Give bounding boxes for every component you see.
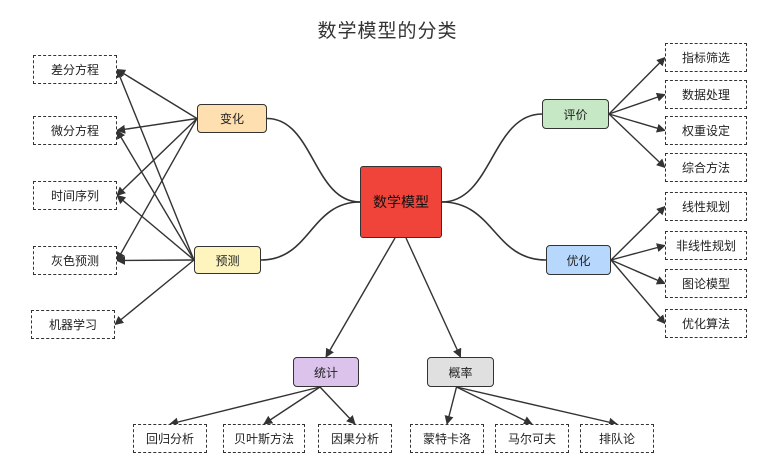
leaf-node-evaluate-2: 权重设定: [665, 116, 747, 145]
arrow-evaluate-1: [608, 92, 666, 115]
arrow-optimize-2: [610, 259, 666, 285]
arrow-change-0: [116, 68, 198, 120]
leaf-node-left-4: 机器学习: [31, 310, 115, 339]
leaf-node-prob-0: 蒙特卡洛: [410, 424, 484, 453]
category-node-stats: 统计: [293, 357, 359, 387]
category-node-evaluate: 评价: [542, 99, 609, 129]
arrow-change-2: [116, 117, 198, 197]
connector-optimize: [441, 201, 547, 261]
arrow-prob-2: [456, 386, 618, 427]
category-node-optimize: 优化: [546, 245, 611, 275]
connector-stats: [325, 237, 396, 358]
arrow-predict-2: [116, 194, 195, 261]
leaf-node-optimize-1: 非线性规划: [665, 231, 747, 260]
leaf-node-prob-2: 排队论: [580, 424, 654, 453]
page-title: 数学模型的分类: [317, 20, 458, 42]
leaf-node-evaluate-3: 综合方法: [665, 153, 747, 182]
category-node-predict: 预测: [194, 246, 261, 274]
arrow-evaluate-2: [608, 113, 666, 133]
arrow-predict-1: [116, 129, 195, 261]
leaf-node-left-1: 微分方程: [33, 116, 117, 145]
arrow-optimize-3: [610, 259, 666, 325]
arrow-stats-1: [263, 386, 321, 425]
leaf-node-stats-2: 因果分析: [318, 424, 392, 453]
leaf-node-left-0: 差分方程: [33, 55, 117, 84]
root-node: 数学模型: [360, 166, 442, 238]
connector-prob: [405, 237, 462, 358]
leaf-node-evaluate-0: 指标筛选: [665, 43, 747, 72]
arrow-change-1: [116, 117, 198, 134]
arrow-prob-0: [444, 386, 458, 425]
leaf-node-optimize-2: 图论模型: [665, 269, 747, 298]
leaf-node-optimize-0: 线性规划: [665, 192, 747, 221]
arrow-predict-3: [116, 255, 195, 265]
arrow-optimize-0: [610, 205, 666, 261]
leaf-node-stats-0: 回归分析: [133, 424, 207, 453]
leaf-node-left-2: 时间序列: [33, 181, 117, 210]
connector-evaluate: [441, 113, 543, 203]
arrow-predict-0: [115, 68, 195, 261]
category-node-change: 变化: [197, 104, 267, 133]
leaf-node-evaluate-1: 数据处理: [665, 80, 747, 109]
leaf-node-left-3: 灰色预测: [33, 246, 117, 275]
arrow-predict-4: [114, 259, 195, 326]
category-node-prob: 概率: [427, 357, 494, 387]
connector-change: [266, 117, 361, 203]
arrow-change-3: [116, 118, 198, 262]
arrow-stats-2: [319, 386, 356, 425]
arrow-optimize-1: [610, 243, 666, 261]
leaf-node-optimize-3: 优化算法: [665, 309, 747, 338]
connector-predict: [260, 201, 361, 261]
leaf-node-prob-1: 马尔可夫: [495, 424, 569, 453]
arrow-evaluate-3: [608, 113, 666, 169]
arrow-prob-1: [456, 386, 533, 425]
leaf-node-stats-1: 贝叶斯方法: [223, 424, 305, 453]
arrow-evaluate-0: [608, 56, 666, 115]
arrow-stats-0: [169, 386, 321, 427]
